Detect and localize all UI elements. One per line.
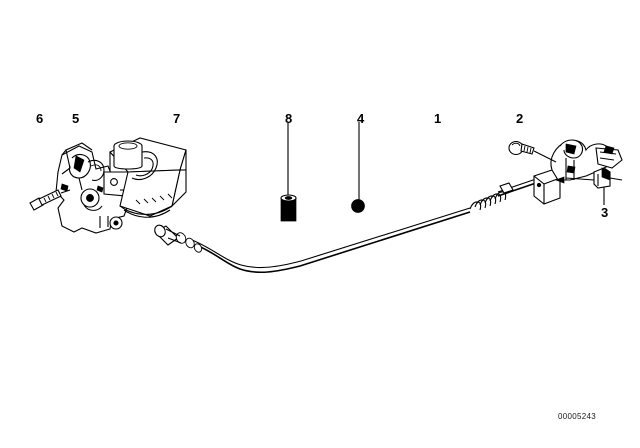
callout-2: 2 <box>516 111 524 126</box>
part-4-clip <box>351 199 365 213</box>
clip3-shade <box>601 167 611 181</box>
bracket-wing-rib2 <box>599 157 615 161</box>
bracket-wing-shade <box>603 145 615 155</box>
housing-rib-outer <box>131 151 158 181</box>
part-1-bowden-cable <box>191 178 537 274</box>
lock-latch-stem <box>78 177 83 191</box>
cable-right-tail-lower <box>497 182 537 197</box>
housing-apron-hatch <box>135 193 173 205</box>
lock-latch-shade <box>73 155 85 173</box>
right-bracket-assembly <box>533 139 623 205</box>
lock-pivot-lever <box>83 204 103 211</box>
housing-barrel-body <box>113 146 143 170</box>
cable-collar-3 <box>193 243 203 253</box>
callout-8: 8 <box>285 111 293 126</box>
diagram-reference-number: 00005243 <box>558 412 596 421</box>
callout-5: 5 <box>72 111 80 126</box>
lock-spring-arm <box>87 159 105 181</box>
clip-slot-top <box>352 201 364 205</box>
lock-boss-hole <box>110 178 118 186</box>
bracket-post-shade <box>566 165 576 174</box>
screw6-leader <box>60 189 71 194</box>
bracket-anchor-hole <box>536 182 542 188</box>
cable-fitting-link-top <box>165 228 181 237</box>
housing-rib-inner <box>135 157 154 177</box>
lock-pivot-hub <box>86 194 94 202</box>
part-8-grommet <box>280 194 297 222</box>
screw2-threads <box>523 145 532 154</box>
bracket-wing <box>595 147 623 169</box>
housing-front-lip <box>119 205 173 215</box>
bracket-hook-shade <box>565 143 577 155</box>
cable-collar-2 <box>185 237 195 249</box>
callout-6: 6 <box>36 111 44 126</box>
clip3-leader-right <box>609 177 623 181</box>
callout-4: 4 <box>357 111 365 126</box>
cable-nipple-cap <box>154 224 166 238</box>
part-6-screw <box>29 189 71 211</box>
housing-barrel-bore <box>118 142 138 150</box>
leader-lines <box>287 122 605 205</box>
bracket-arrow-marker <box>555 176 565 184</box>
callout-3: 3 <box>601 205 609 220</box>
lock-notch-mid <box>96 185 104 193</box>
housing-apron <box>119 169 181 217</box>
lock-spring-inner <box>90 164 102 172</box>
lock-tab-upper <box>61 142 93 156</box>
lock-latch-hook <box>68 153 91 179</box>
part-7-lock-housing <box>109 137 187 218</box>
housing-front-lip2 <box>123 209 171 218</box>
cable-upper-edge <box>191 207 471 269</box>
clip3-leader-left <box>565 177 595 181</box>
grommet-ribs <box>281 202 296 219</box>
grommet-bore <box>284 196 293 200</box>
screw2-slot <box>511 142 521 147</box>
lock-lower-eye-hub <box>113 220 119 226</box>
cable-ferrule-right <box>499 182 514 194</box>
screw6-shank <box>38 189 62 206</box>
cable-fitting-link-bot <box>167 237 182 244</box>
screw6-threads <box>43 191 59 203</box>
cable-lower-edge <box>195 211 471 274</box>
callout-1: 1 <box>434 111 442 126</box>
callout-7: 7 <box>173 111 181 126</box>
part-3-retaining-clip <box>565 167 623 189</box>
part-2-screw <box>508 140 557 163</box>
screw2-leader <box>533 150 557 163</box>
cable-end-fitting <box>154 224 203 253</box>
